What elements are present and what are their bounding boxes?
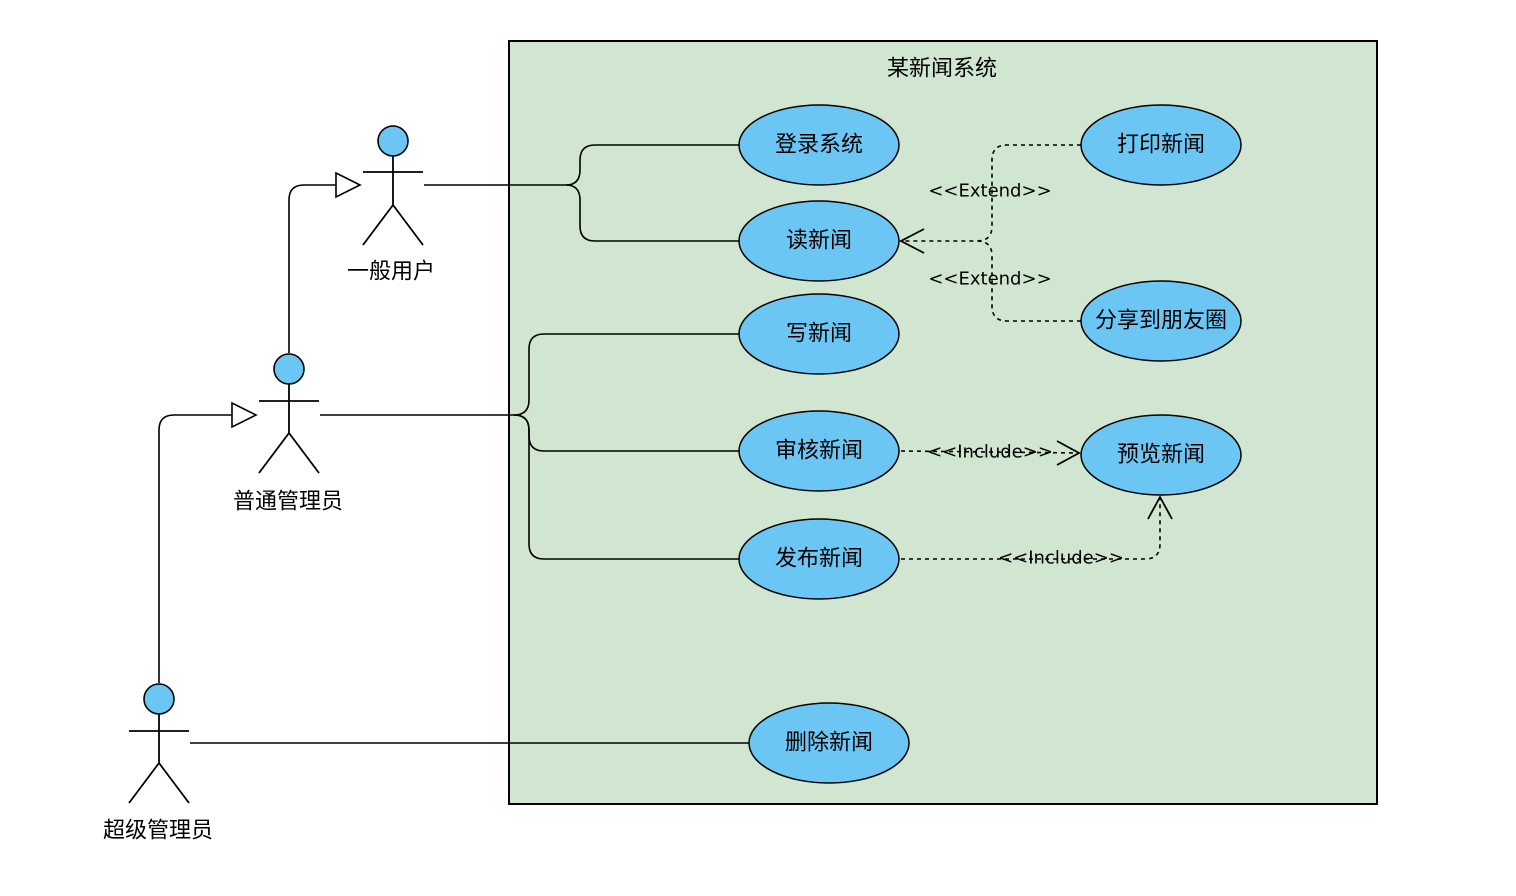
usecase-read[interactable]: 读新闻 — [738, 200, 900, 282]
extend-share-read — [976, 240, 1081, 322]
system-boundary — [508, 40, 1378, 805]
actor-super-admin[interactable]: 超级管理员 — [103, 683, 213, 844]
actor-label: 普通管理员 — [233, 490, 343, 515]
include-review-preview — [900, 450, 1080, 454]
usecase-share[interactable]: 分享到朋友圈 — [1080, 280, 1242, 362]
usecase-preview[interactable]: 预览新闻 — [1080, 414, 1242, 496]
actor-body — [128, 714, 190, 804]
usecase-label: 读新闻 — [786, 229, 852, 254]
association-user-read — [565, 184, 739, 242]
usecase-write[interactable]: 写新闻 — [738, 293, 900, 375]
usecase-publish[interactable]: 发布新闻 — [738, 518, 900, 600]
generalization-admin-to-user — [288, 184, 336, 353]
usecase-label: 删除新闻 — [785, 731, 873, 756]
include-arrowhead — [1147, 495, 1173, 520]
include-label-publish: <<Include>> — [998, 548, 1124, 569]
usecase-review[interactable]: 审核新闻 — [738, 410, 900, 492]
generalization-arrowhead — [231, 401, 258, 429]
include-publish-preview — [901, 497, 1161, 560]
actor-head — [377, 125, 409, 157]
actor-head — [273, 353, 305, 385]
extend-arrowhead — [899, 228, 925, 254]
usecase-label: 审核新闻 — [775, 439, 863, 464]
actor-body — [362, 156, 424, 246]
usecase-label: 预览新闻 — [1117, 443, 1205, 468]
actor-label: 超级管理员 — [103, 819, 213, 844]
usecase-label: 打印新闻 — [1117, 133, 1205, 158]
usecase-print[interactable]: 打印新闻 — [1080, 104, 1242, 186]
actor-body — [258, 384, 320, 474]
usecase-login[interactable]: 登录系统 — [738, 104, 900, 186]
extend-label-print: <<Extend>> — [928, 181, 1051, 202]
association-admin-publish — [513, 414, 739, 560]
actor-admin[interactable]: 普通管理员 — [233, 353, 343, 515]
actor-label: 一般用户 — [347, 260, 435, 285]
usecase-label: 分享到朋友圈 — [1095, 309, 1227, 334]
actor-general-user[interactable]: 一般用户 — [347, 125, 435, 285]
include-label-review: <<Include>> — [927, 442, 1053, 463]
extend-print-read — [901, 144, 1081, 242]
usecase-label: 写新闻 — [786, 322, 852, 347]
extend-label-share: <<Extend>> — [928, 269, 1051, 290]
generalization-arrowhead — [335, 171, 362, 199]
generalization-super-to-admin — [158, 414, 232, 683]
include-arrowhead — [1056, 440, 1081, 466]
usecase-label: 发布新闻 — [775, 547, 863, 572]
actor-head — [143, 683, 175, 715]
association-user-login — [424, 144, 739, 186]
association-admin-write — [320, 333, 739, 416]
usecase-label: 登录系统 — [775, 133, 863, 158]
system-title: 某新闻系统 — [887, 57, 997, 82]
usecase-delete[interactable]: 删除新闻 — [748, 702, 910, 784]
